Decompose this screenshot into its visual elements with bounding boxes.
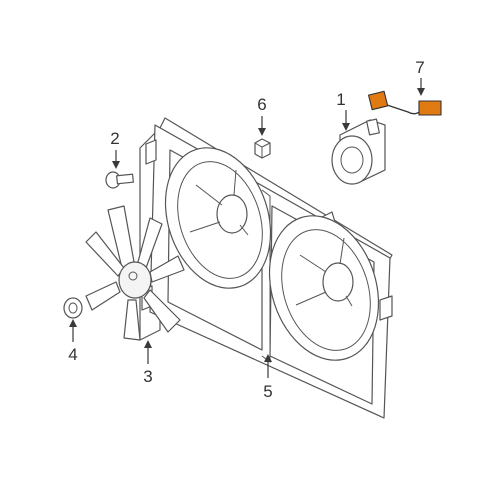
callout-2: 2 [110, 129, 120, 169]
callout-label-3: 3 [143, 367, 152, 386]
callout-4: 4 [68, 319, 78, 364]
callout-label-2: 2 [110, 129, 119, 148]
wiring-harness[interactable] [367, 90, 442, 116]
fan-shroud[interactable] [139, 117, 396, 419]
nut[interactable] [254, 138, 271, 159]
bolt[interactable] [105, 171, 134, 189]
callout-6: 6 [257, 95, 267, 136]
callout-5: 5 [263, 354, 273, 401]
callout-label-4: 4 [68, 345, 77, 364]
callout-label-5: 5 [263, 382, 272, 401]
callout-label-7: 7 [415, 58, 424, 77]
callout-7: 7 [415, 58, 425, 96]
callout-label-1: 1 [336, 90, 345, 109]
callout-3: 3 [143, 340, 153, 386]
washer-nut[interactable] [63, 297, 83, 319]
callout-1: 1 [336, 90, 350, 131]
callout-label-6: 6 [257, 95, 266, 114]
fan-motor[interactable] [331, 118, 386, 185]
fan-blade[interactable] [85, 205, 185, 341]
